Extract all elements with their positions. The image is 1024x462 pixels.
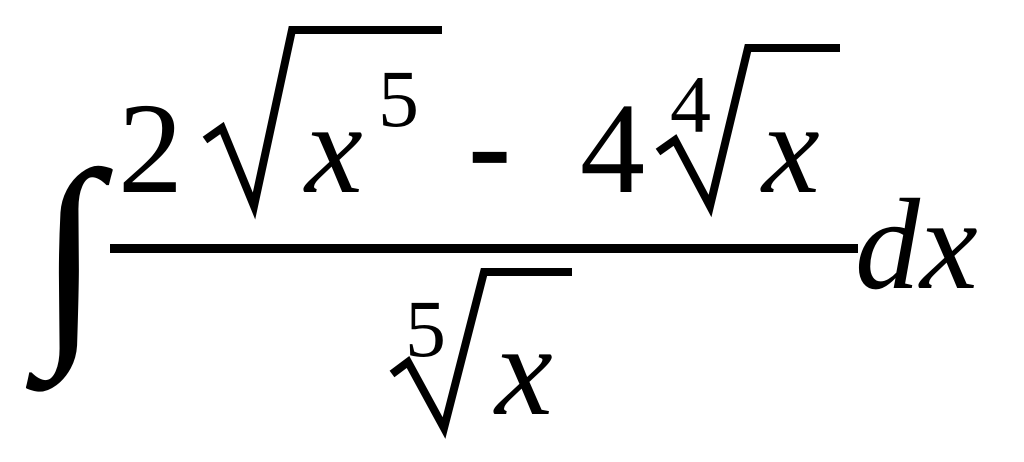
fifth-root-index: 5 [405, 283, 446, 374]
fifth-root-sign [389, 268, 572, 439]
numerator-coefficient-2: 2 [118, 77, 183, 221]
square-root-sign [202, 26, 442, 220]
fraction-bar [110, 244, 858, 253]
numerator-x-base: x [303, 77, 363, 221]
denominator-x: x [493, 299, 553, 443]
integral-sign: ∫ [25, 125, 113, 392]
numerator-root-x: x [760, 77, 820, 221]
numerator-exponent-5: 5 [378, 53, 419, 144]
differential-dx: dx [855, 173, 978, 317]
fourth-root-sign [655, 44, 840, 218]
numerator-coefficient-4: 4 [580, 77, 645, 221]
minus-operator: - [468, 73, 511, 217]
fourth-root-index: 4 [670, 59, 711, 150]
